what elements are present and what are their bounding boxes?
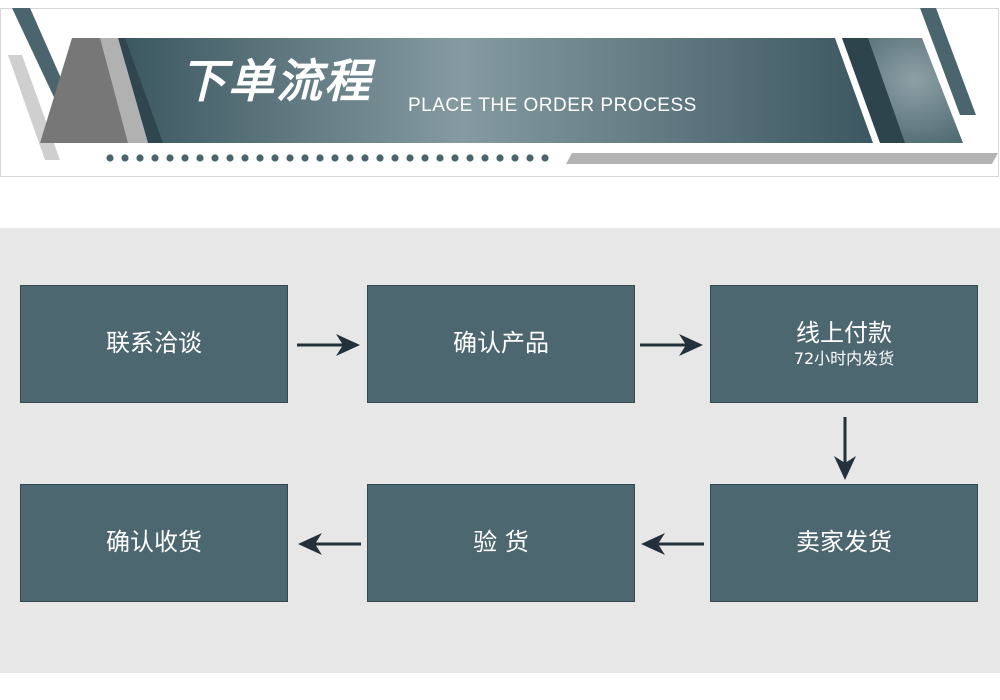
step-label: 验 货 [473, 528, 529, 557]
step-label: 确认产品 [453, 329, 549, 358]
banner-title: 下单流程 [180, 54, 372, 108]
banner-graphic [0, 8, 999, 177]
dot-row [106, 154, 549, 162]
step-confirm-product: 确认产品 [367, 285, 635, 403]
step-label: 联系洽谈 [106, 329, 202, 358]
header-banner: 下单流程 PLACE THE ORDER PROCESS [0, 0, 1000, 185]
arrow-left-icon [641, 533, 704, 555]
step-label: 确认收货 [106, 528, 202, 557]
arrow-right-icon [640, 334, 703, 356]
banner-subtitle: PLACE THE ORDER PROCESS [408, 95, 697, 116]
process-flow-panel: 联系洽谈 确认产品 线上付款 72小时内发货 卖家发货 验 货 确认收货 [0, 228, 1000, 673]
step-online-payment: 线上付款 72小时内发货 [710, 285, 978, 403]
step-seller-ships: 卖家发货 [710, 484, 978, 602]
arrow-right-icon [297, 334, 360, 356]
step-inspect-goods: 验 货 [367, 484, 635, 602]
arrow-down-icon [834, 417, 856, 480]
step-contact: 联系洽谈 [20, 285, 288, 403]
step-label: 线上付款 [796, 318, 892, 347]
arrow-left-icon [298, 533, 361, 555]
step-confirm-receipt: 确认收货 [20, 484, 288, 602]
step-note: 72小时内发货 [793, 349, 895, 369]
step-label: 卖家发货 [796, 528, 892, 557]
